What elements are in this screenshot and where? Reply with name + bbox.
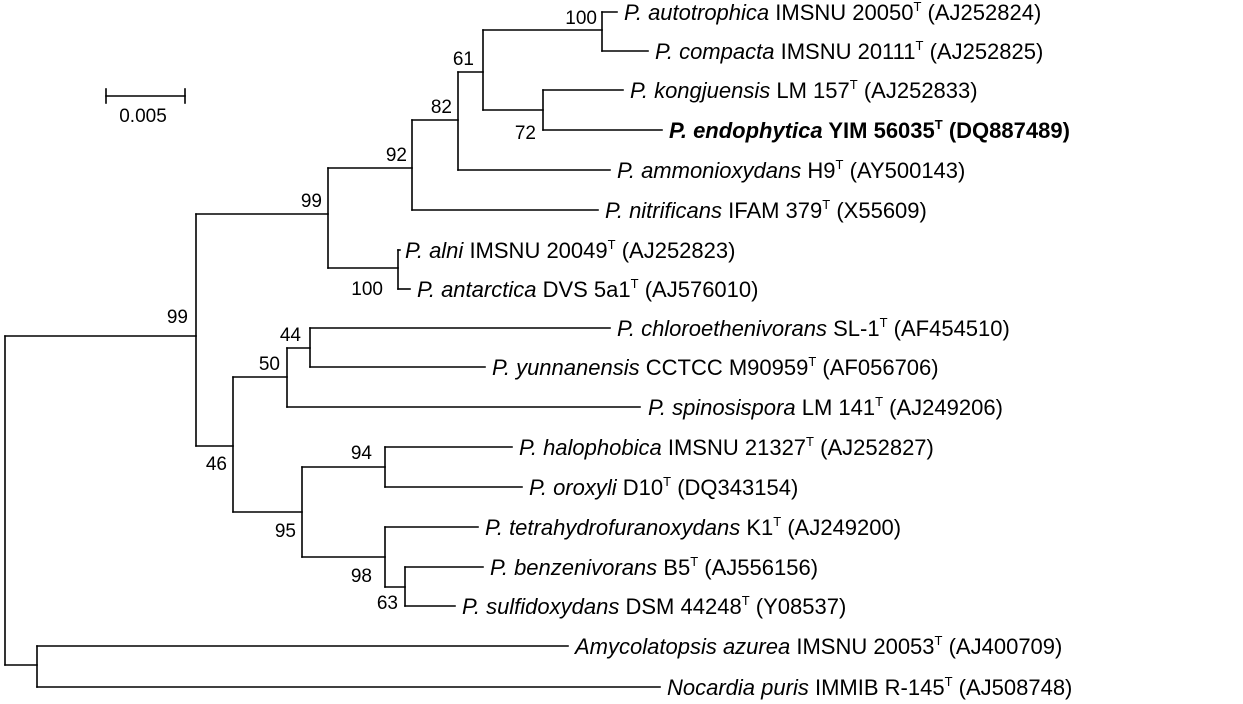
- bootstrap-value: 94: [351, 443, 373, 464]
- taxon-label: P. halophobica IMSNU 21327T (AJ252827): [519, 426, 934, 460]
- bootstrap-value: 98: [351, 566, 372, 587]
- taxon-label: P. nitrificans IFAM 379T (X55609): [605, 189, 927, 223]
- taxon-label: Amycolatopsis azurea IMSNU 20053T (AJ400…: [573, 625, 1062, 659]
- bootstrap-value: 63: [377, 593, 398, 614]
- taxon-label: P. alni IMSNU 20049T (AJ252823): [405, 229, 735, 263]
- bootstrap-values: 100 61 82 72 92 99 100 99 44 50 46 94 95…: [167, 8, 597, 614]
- taxon-label: P. compacta IMSNU 20111T (AJ252825): [655, 30, 1043, 64]
- bootstrap-value: 95: [275, 521, 296, 542]
- bootstrap-value: 100: [351, 279, 383, 300]
- tree-branches: [4, 11, 663, 688]
- taxon-label: Nocardia puris IMMIB R-145T (AJ508748): [667, 666, 1072, 700]
- taxon-label: P. yunnanensis CCTCC M90959T (AF056706): [492, 346, 939, 380]
- bootstrap-value: 99: [167, 307, 188, 328]
- bootstrap-value: 72: [515, 123, 536, 144]
- bootstrap-value: 100: [565, 8, 597, 29]
- taxon-label: P. sulfidoxydans DSM 44248T (Y08537): [462, 585, 846, 619]
- taxon-label: P. oroxyli D10T (DQ343154): [529, 466, 798, 500]
- scale-bar: 0.005: [105, 88, 186, 127]
- taxon-labels: P. autotrophica IMSNU 20050T (AJ252824) …: [405, 0, 1072, 700]
- scale-bar-label: 0.005: [119, 106, 167, 127]
- bootstrap-value: 99: [301, 191, 322, 212]
- bootstrap-value: 50: [259, 354, 280, 375]
- bootstrap-value: 46: [206, 454, 227, 475]
- taxon-label: P. chloroethenivorans SL-1T (AF454510): [617, 307, 1010, 341]
- taxon-label: P. antarctica DVS 5a1T (AJ576010): [417, 268, 758, 302]
- bootstrap-value: 92: [386, 145, 407, 166]
- taxon-label: P. spinosispora LM 141T (AJ249206): [648, 386, 1003, 420]
- taxon-label: P. benzenivorans B5T (AJ556156): [490, 546, 818, 580]
- bootstrap-value: 61: [453, 49, 474, 70]
- bootstrap-value: 44: [280, 325, 302, 346]
- taxon-label: P. ammonioxydans H9T (AY500143): [617, 149, 965, 183]
- taxon-label-highlighted: P. endophytica YIM 56035T (DQ887489): [669, 109, 1070, 143]
- taxon-label: P. tetrahydrofuranoxydans K1T (AJ249200): [485, 506, 901, 540]
- taxon-label: P. autotrophica IMSNU 20050T (AJ252824): [624, 0, 1041, 25]
- bootstrap-value: 82: [431, 97, 452, 118]
- taxon-label: P. kongjuensis LM 157T (AJ252833): [630, 69, 978, 103]
